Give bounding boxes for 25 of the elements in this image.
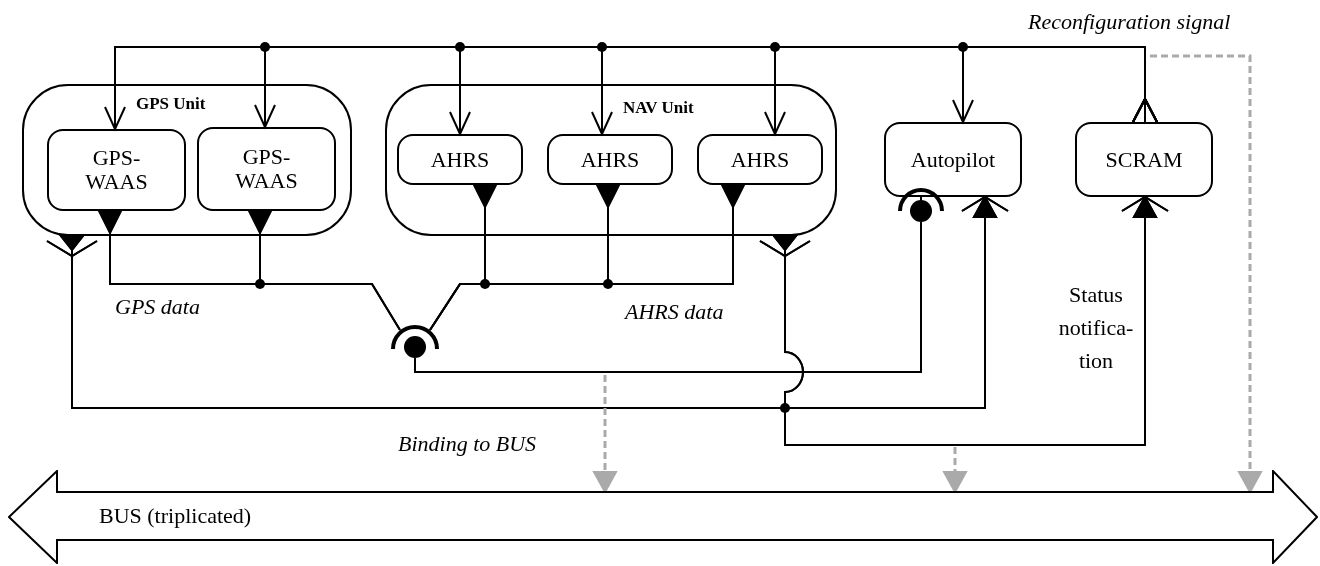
component-box: GPS-WAAS: [197, 127, 336, 211]
signal-label: AHRS data: [625, 299, 724, 325]
unit-container: [385, 84, 837, 236]
bus-label: BUS (triplicated): [99, 504, 252, 528]
binding-arrow: [593, 375, 617, 493]
signal-label: GPS data: [115, 294, 200, 320]
connector-line: [414, 188, 944, 373]
component-box: GPS-WAAS: [47, 129, 186, 211]
connector-line: [952, 46, 1158, 123]
signal-label: Reconfiguration signal: [1028, 9, 1231, 35]
connector-line: [429, 184, 745, 331]
connector-line: [248, 210, 401, 331]
note-text: Status notifica-tion: [1057, 281, 1135, 375]
signal-label: Binding to BUS: [398, 431, 537, 457]
component-box: Autopilot: [884, 122, 1022, 197]
connector-line: [759, 196, 1169, 446]
component-box: AHRS: [397, 134, 523, 185]
binding-arrow: [1150, 54, 1262, 493]
component-box: AHRS: [547, 134, 673, 185]
binding-arrow: [943, 447, 967, 493]
unit-title: GPS Unit: [136, 94, 206, 114]
component-box: SCRAM: [1075, 122, 1213, 197]
unit-title: NAV Unit: [623, 98, 694, 118]
component-box: AHRS: [697, 134, 823, 185]
unit-container: [22, 84, 352, 236]
